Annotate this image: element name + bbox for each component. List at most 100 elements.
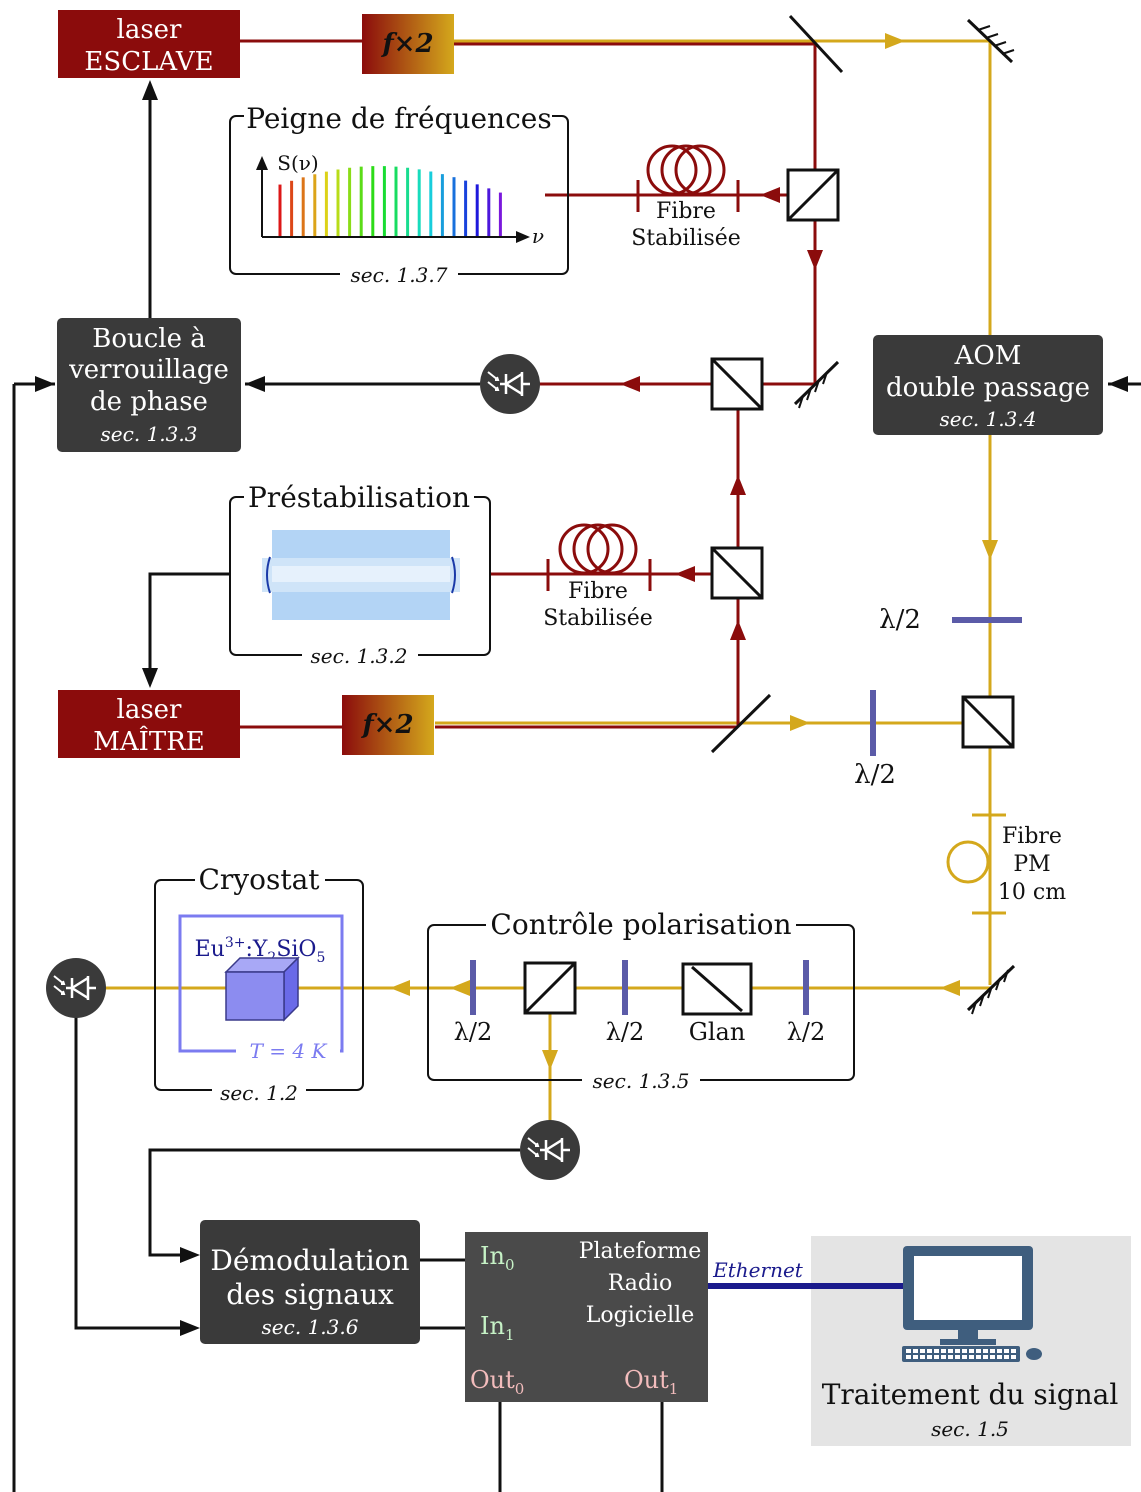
arrow-right: [180, 1320, 200, 1336]
keyboard-key: [934, 1349, 939, 1353]
frequency-doubler-top: f×2: [362, 14, 454, 74]
arrow-red-left: [760, 187, 780, 203]
dichroic-mirror-bottom: [710, 693, 772, 754]
cryostat-temperature: T = 4 K: [250, 1039, 328, 1063]
photodiode-symbol-icon: [540, 1137, 570, 1163]
light-arrows-icon: [527, 1137, 540, 1157]
pll-ref: sec. 1.3.3: [101, 422, 198, 446]
aom-line2: double passage: [886, 373, 1090, 403]
keyboard-key: [913, 1355, 918, 1359]
sdr-in1: In1: [480, 1312, 514, 1344]
computer-title: Traitement du signal: [822, 1378, 1119, 1411]
phase-lock-loop-box: Boucle à verrouillage de phase sec. 1.3.…: [57, 318, 241, 452]
arrow-up: [142, 80, 158, 100]
arrow-gold-left: [940, 980, 960, 996]
keyboard-key: [1011, 1349, 1016, 1353]
sdr-line2: Radio: [608, 1271, 673, 1296]
photodiode-symbol-icon: [66, 975, 96, 1001]
polarisation-control-box: Contrôle polarisation sec. 1.3.5 Glan: [427, 908, 855, 1093]
keyboard-key: [927, 1349, 932, 1353]
arrow-red-up: [730, 620, 746, 640]
photodiode-polarisation: [520, 1120, 580, 1180]
arrow-down: [142, 668, 158, 688]
fiber-mid-line1: Fibre: [568, 579, 628, 604]
sdr-out1: Out1: [624, 1366, 678, 1398]
dichroic-mirror-top: [788, 14, 844, 74]
comb-ylabel: S(ν): [277, 151, 318, 175]
fiber-mid-line2: Stabilisée: [543, 606, 653, 631]
keyboard-key: [920, 1355, 925, 1359]
beam-splitter-2: [710, 357, 764, 411]
cryostat-box: Cryostat sec. 1.2 T = 4 K Eu3+:Y2SiO5: [154, 863, 364, 1105]
prestabilisation-box: Préstabilisation sec. 1.3.2: [229, 481, 491, 668]
arrow-right: [35, 376, 55, 392]
keyboard-key: [962, 1349, 967, 1353]
pll-line3: de phase: [90, 387, 208, 417]
aom-line1: AOM: [954, 341, 1022, 371]
electrical-lines: [12, 95, 1141, 1492]
arrow-red-up: [730, 475, 746, 495]
sdr-out0: Out0: [470, 1366, 524, 1398]
keyboard-key: [913, 1349, 918, 1353]
half-wave-plates: [470, 617, 1022, 1015]
keyboard-key: [976, 1355, 981, 1359]
mirrors: [710, 14, 1016, 1012]
sdr-line1: Plateforme: [579, 1239, 702, 1264]
demod-line1: Démodulation: [210, 1244, 409, 1277]
fiber-pm-line3: 10 cm: [998, 880, 1066, 905]
keyboard-key: [906, 1349, 911, 1353]
slave-laser: laser ESCLAVE: [58, 10, 240, 78]
polarisation-title: Contrôle polarisation: [490, 908, 791, 941]
photodiode-body: [520, 1120, 580, 1180]
keyboard-key: [934, 1355, 939, 1359]
photodiode-body: [46, 958, 106, 1018]
beam-splitter-5: [523, 961, 577, 1015]
computer-icon: [902, 1246, 1042, 1362]
ethernet-label: Ethernet: [712, 1258, 804, 1282]
arrow-left: [1108, 376, 1128, 392]
light-arrows-icon: [53, 975, 66, 995]
keyboard-key: [990, 1355, 995, 1359]
arrow-left: [245, 376, 265, 392]
photodiode-pll: [480, 354, 540, 414]
photodiode-body: [480, 354, 540, 414]
glan-label: Glan: [689, 1018, 746, 1046]
lambda-label-master: λ/2: [854, 760, 896, 790]
pll-line2: verrouillage: [68, 355, 229, 385]
lambda-label-pol-1: λ/2: [454, 1018, 493, 1046]
arrow-right: [180, 1247, 200, 1263]
prestab-title: Préstabilisation: [248, 481, 470, 514]
keyboard-key: [948, 1349, 953, 1353]
keyboard-key: [948, 1355, 953, 1359]
cryostat-title: Cryostat: [198, 863, 320, 896]
doubler-bottom-label: f×2: [360, 710, 413, 740]
beam-arrows: [390, 33, 998, 1070]
fiber-top-line1: Fibre: [656, 199, 716, 224]
keyboard-key: [969, 1349, 974, 1353]
frequency-comb-box: Peigne de fréquences sec. 1.3.7 S(ν) ν: [229, 102, 569, 287]
beam-splitter-4: [961, 695, 1015, 749]
mirror-top-right: [966, 18, 1014, 64]
comb-spectrum-lines: [278, 166, 502, 236]
comb-ref: sec. 1.3.7: [351, 263, 448, 287]
fiber-stabilized-top: [636, 144, 740, 212]
lambda-label-pol-3: λ/2: [787, 1018, 826, 1046]
comb-xlabel: ν: [532, 224, 544, 248]
keyboard-key: [941, 1349, 946, 1353]
keyboard-key: [983, 1355, 988, 1359]
fiber-pm: [946, 813, 1006, 915]
electrical-arrows: [35, 80, 1128, 1336]
mirror-hatching: [798, 25, 1015, 1015]
keyboard-key: [955, 1355, 960, 1359]
sdr-line3: Logicielle: [586, 1303, 694, 1328]
keyboard-key: [920, 1349, 925, 1353]
lambda-label-aom: λ/2: [879, 605, 921, 635]
keyboard-key: [997, 1355, 1002, 1359]
keyboard-keys: [906, 1349, 1016, 1359]
keyboard-key: [1004, 1355, 1009, 1359]
arrow-red-down: [807, 250, 823, 270]
pll-line1: Boucle à: [92, 324, 206, 354]
keyboard-key: [983, 1349, 988, 1353]
keyboard-key: [997, 1349, 1002, 1353]
